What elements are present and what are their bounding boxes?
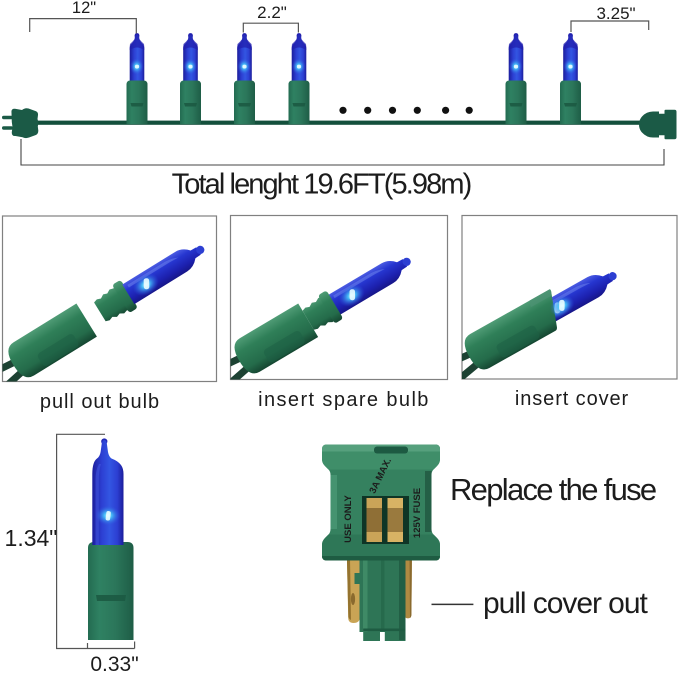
svg-text:125V FUSE: 125V FUSE: [412, 488, 423, 538]
svg-text:USE ONLY: USE ONLY: [343, 494, 354, 542]
svg-text:3.25": 3.25": [596, 4, 635, 23]
svg-text:0.33": 0.33": [90, 653, 138, 674]
svg-text:2.2": 2.2": [257, 3, 287, 22]
svg-text:insert cover: insert cover: [515, 388, 629, 410]
svg-text:12": 12": [72, 0, 96, 17]
svg-text:1.34": 1.34": [5, 525, 58, 551]
svg-text:pull out bulb: pull out bulb: [40, 391, 160, 413]
svg-text:Replace the fuse: Replace the fuse: [450, 472, 656, 507]
svg-text:Total lenght 19.6FT(5.98m): Total lenght 19.6FT(5.98m): [172, 169, 471, 201]
svg-text:pull cover out: pull cover out: [483, 587, 648, 620]
svg-text:insert spare bulb: insert spare bulb: [258, 389, 430, 411]
